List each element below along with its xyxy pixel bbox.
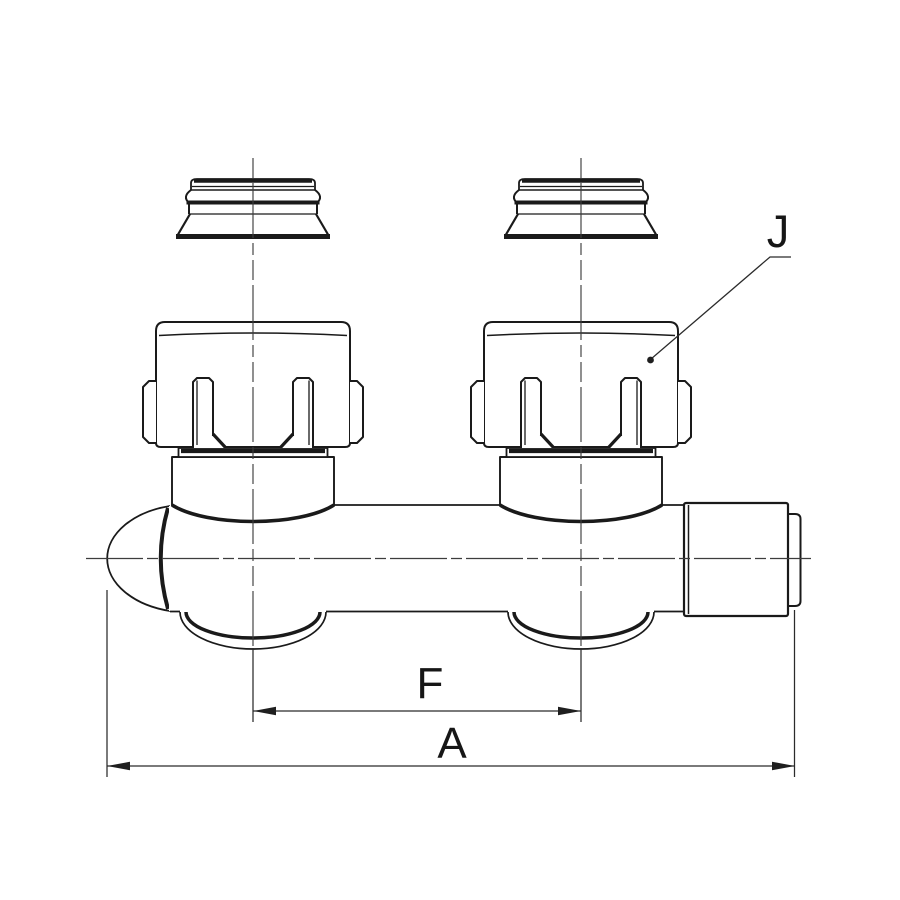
right-end-plug xyxy=(785,513,802,607)
arrowhead-right xyxy=(558,706,581,716)
dimension-f: F xyxy=(252,648,582,722)
label-dimension-f: F xyxy=(417,659,444,708)
arrowhead-left xyxy=(253,706,276,716)
arrowhead-left xyxy=(107,761,130,771)
label-part-callout-j: J xyxy=(767,206,790,257)
right-connector-cylinder xyxy=(682,501,790,618)
label-dimension-a: A xyxy=(437,719,467,768)
dimension-a: A xyxy=(106,590,796,777)
arrowhead-right xyxy=(772,761,795,771)
dome-seam-arc xyxy=(158,507,170,610)
centerlines xyxy=(86,158,811,649)
body-edges xyxy=(170,504,684,613)
callout-j: J xyxy=(647,206,791,364)
manifold-body xyxy=(106,501,802,618)
leader-dot xyxy=(647,356,654,364)
leader-line xyxy=(650,256,791,360)
